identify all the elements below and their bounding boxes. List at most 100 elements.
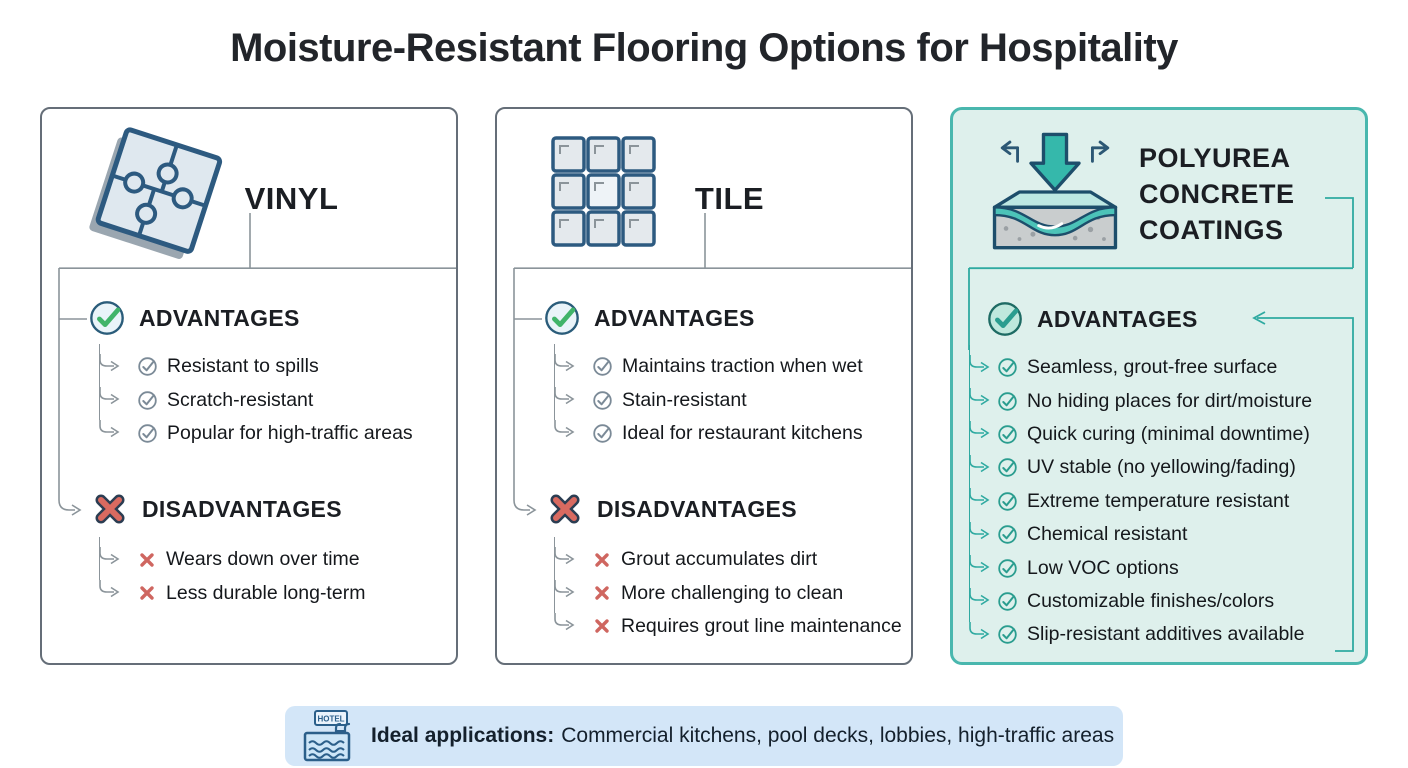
check-icon	[593, 424, 612, 443]
branch-arrow-icon	[969, 521, 990, 539]
advantages-list: Seamless, grout-free surface No hiding p…	[969, 345, 1359, 652]
branch-arrow-icon	[969, 421, 990, 439]
disadvantages-label: DISADVANTAGES	[597, 495, 797, 522]
advantages-label: ADVANTAGES	[139, 304, 300, 331]
advantages-header: ADVANTAGES	[986, 300, 1198, 338]
disadvantages-list: Grout accumulates dirt More challenging …	[554, 536, 905, 643]
list-item-label: More challenging to clean	[621, 581, 844, 604]
cross-icon	[140, 552, 154, 567]
branch-arrow-icon	[554, 353, 575, 371]
cross-icon	[595, 619, 609, 634]
check-icon	[138, 390, 157, 410]
branch-arrow-icon	[969, 454, 990, 473]
check-icon	[998, 492, 1017, 511]
list-item-label: Requires grout line maintenance	[621, 614, 902, 637]
list-item-label: Low VOC options	[1027, 556, 1179, 579]
check-badge-icon	[545, 301, 579, 335]
ideal-applications-bar: HOTEL Ideal applications: Commercial kitc…	[285, 706, 1123, 766]
list-item-label: Slip-resistant additives available	[1027, 623, 1305, 646]
disadvantages-header: DISADVANTAGES	[92, 491, 342, 527]
branch-arrow-icon	[554, 613, 575, 631]
advantages-list: Resistant to spills Scratch-resistant Po…	[99, 343, 450, 450]
list-item: Extreme temperature resistant	[969, 485, 1359, 518]
cross-icon	[595, 586, 609, 600]
branch-arrow-icon	[969, 555, 990, 573]
list-item: No hiding places for dirt/moisture	[969, 384, 1359, 417]
check-icon	[138, 357, 157, 376]
check-icon	[998, 625, 1017, 645]
cross-badge-icon	[95, 494, 125, 524]
disadvantages-header: DISADVANTAGES	[547, 491, 797, 527]
check-icon	[998, 425, 1017, 444]
advantages-list: Maintains traction when wet Stain-resist…	[554, 343, 905, 450]
list-item: Maintains traction when wet	[554, 350, 905, 383]
list-item: Customizable finishes/colors	[969, 585, 1359, 618]
list-item-label: Chemical resistant	[1027, 523, 1188, 546]
cross-icon	[140, 586, 154, 600]
branch-arrow-icon	[969, 388, 990, 406]
list-item: Stain-resistant	[554, 383, 905, 416]
list-item-label: Wears down over time	[166, 548, 360, 571]
coating-cross-section-icon	[992, 132, 1118, 250]
check-icon	[138, 424, 157, 443]
branch-arrow-icon	[554, 420, 575, 438]
advantages-label: ADVANTAGES	[1037, 305, 1198, 332]
list-item-label: Extreme temperature resistant	[1027, 489, 1290, 512]
branch-arrow-icon	[554, 546, 575, 564]
check-icon	[593, 357, 612, 376]
list-item-label: Less durable long-term	[166, 581, 366, 604]
cross-badge-icon	[550, 494, 580, 524]
list-item: More challenging to clean	[554, 576, 905, 609]
check-icon	[998, 558, 1017, 578]
branch-arrow-icon	[99, 420, 120, 438]
list-item-label: No hiding places for dirt/moisture	[1027, 389, 1313, 412]
advantages-header: ADVANTAGES	[88, 299, 300, 337]
check-icon	[998, 458, 1017, 478]
check-badge-icon	[90, 301, 124, 335]
branch-arrow-icon	[554, 387, 575, 405]
list-item-label: Popular for high-traffic areas	[167, 421, 413, 444]
list-item-label: Customizable finishes/colors	[1027, 589, 1275, 612]
list-item-label: Scratch-resistant	[167, 388, 314, 411]
advantages-header: ADVANTAGES	[543, 299, 755, 337]
check-icon	[998, 358, 1017, 377]
check-icon	[998, 391, 1017, 411]
list-item: Ideal for restaurant kitchens	[554, 417, 905, 450]
branch-arrow-icon	[969, 354, 990, 372]
branch-arrow-icon	[99, 580, 120, 598]
list-item: Resistant to spills	[99, 350, 450, 383]
list-item-label: Ideal for restaurant kitchens	[622, 421, 863, 444]
check-icon	[998, 525, 1017, 544]
check-icon	[593, 390, 612, 410]
list-item: Popular for high-traffic areas	[99, 417, 450, 450]
branch-arrow-icon	[99, 353, 120, 371]
check-badge-icon	[988, 302, 1022, 336]
list-item: Quick curing (minimal downtime)	[969, 418, 1359, 451]
branch-arrow-icon	[99, 546, 120, 564]
ideal-applications-text: Ideal applications: Commercial kitchens, …	[371, 724, 1114, 748]
card-title: VINYL	[244, 181, 339, 216]
card-polyurea-concrete-coatings: POLYUREA CONCRETE COATINGS ADVANTAGES Se…	[950, 107, 1368, 665]
branch-arrow-icon	[969, 621, 990, 639]
list-item-label: Grout accumulates dirt	[621, 548, 818, 571]
tile-grid-icon	[551, 136, 656, 247]
list-item: Less durable long-term	[99, 576, 450, 609]
list-item: Scratch-resistant	[99, 383, 450, 416]
list-item: UV stable (no yellowing/fading)	[969, 451, 1359, 484]
list-item-label: Seamless, grout-free surface	[1027, 356, 1278, 379]
card-title: TILE	[694, 181, 765, 216]
card-tile: TILE ADVANTAGES Maintains traction when …	[495, 107, 913, 665]
advantages-label: ADVANTAGES	[594, 304, 755, 331]
ideal-applications-value: Commercial kitchens, pool decks, lobbies…	[561, 724, 1115, 747]
list-item: Requires grout line maintenance	[554, 610, 905, 643]
hotel-sign-label: HOTEL	[317, 715, 344, 724]
cross-icon	[595, 552, 609, 567]
check-icon	[998, 592, 1017, 611]
list-item-label: UV stable (no yellowing/fading)	[1027, 456, 1296, 479]
disadvantages-list: Wears down over time Less durable long-t…	[99, 537, 450, 610]
card-title: POLYUREA CONCRETE COATINGS	[1139, 143, 1295, 245]
list-item-label: Resistant to spills	[167, 355, 319, 378]
ideal-applications-label: Ideal applications:	[371, 724, 555, 747]
list-item: Slip-resistant additives available	[969, 618, 1359, 651]
